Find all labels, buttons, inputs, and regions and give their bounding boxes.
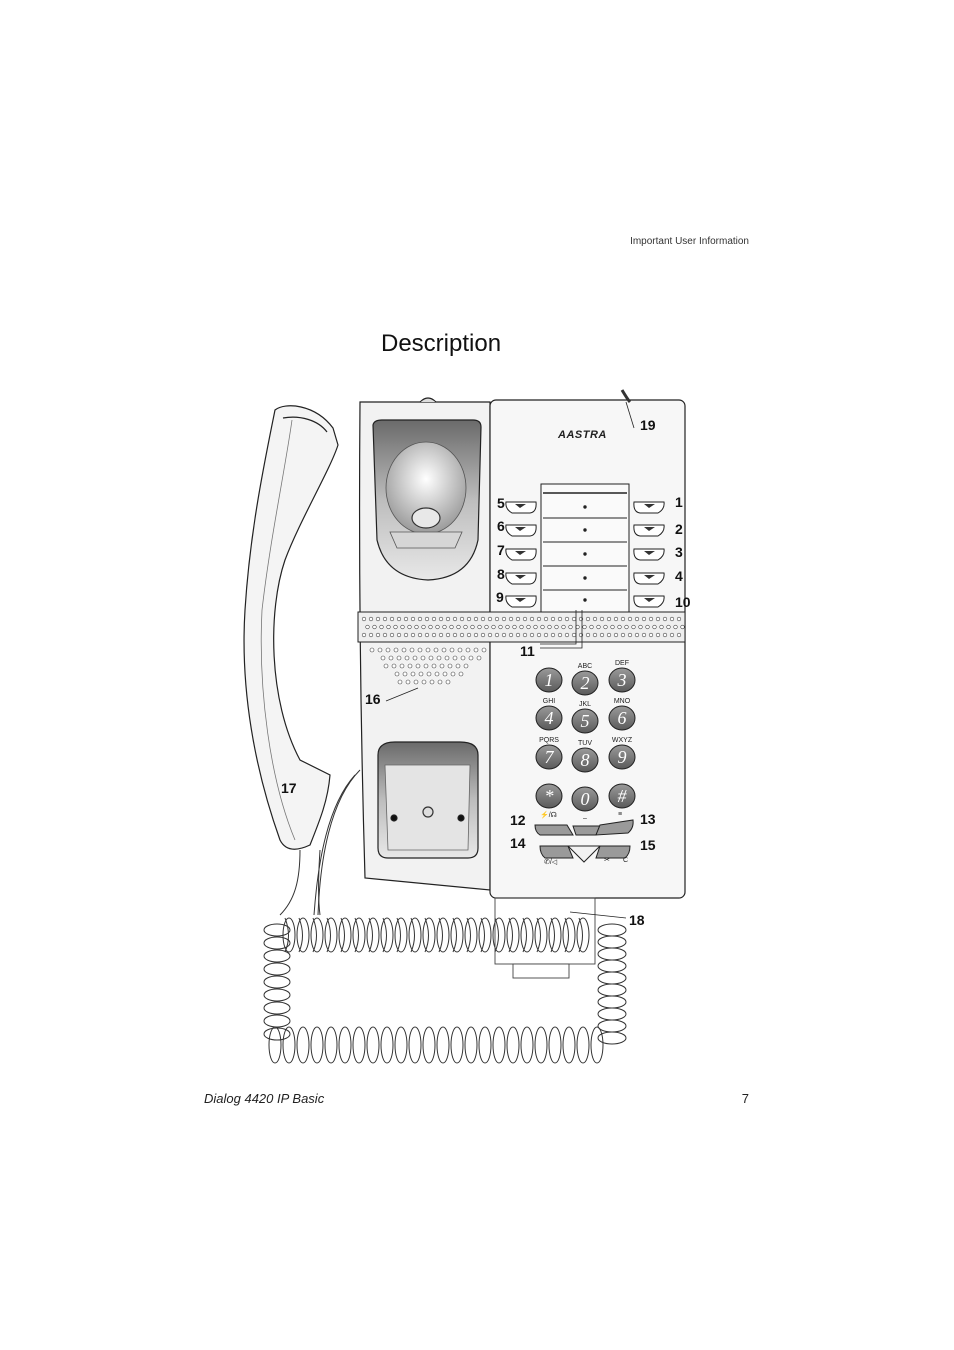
callout-2: 2 <box>675 521 683 537</box>
dial-key-5[interactable]: 5 JKL <box>571 701 599 734</box>
label-panel <box>540 483 630 613</box>
dial-keypad: 1 2 ABC 3 DEF 4 GHI 5 JKL 6 MNO 7 PQRS 8 TUV 9 WXYZ * 0 # <box>535 660 636 812</box>
callout-7: 7 <box>497 542 505 558</box>
dial-key-hash[interactable]: # <box>608 783 636 809</box>
dial-key-6[interactable]: 6 MNO <box>608 698 636 731</box>
callout-14: 14 <box>510 835 526 851</box>
callout-9: 9 <box>496 589 504 605</box>
dial-key-7[interactable]: 7 PQRS <box>535 737 563 770</box>
dial-key-letters: ABC <box>578 663 592 670</box>
dial-key-3[interactable]: 3 DEF <box>608 660 636 693</box>
callout-18: 18 <box>629 912 645 928</box>
callout-5: 5 <box>497 495 505 511</box>
dial-key-digit: # <box>618 786 628 806</box>
brand-logo: AASTRA <box>557 429 607 441</box>
dial-key-letters: PQRS <box>539 737 559 744</box>
dial-key-digit: 3 <box>617 670 627 690</box>
dial-key-digit: 7 <box>545 747 555 767</box>
volume-down-key[interactable] <box>572 825 601 836</box>
programmable-key-left-5[interactable] <box>505 501 537 514</box>
dial-key-star[interactable]: * <box>535 783 563 809</box>
coiled-cord <box>263 849 627 1064</box>
callout-4: 4 <box>675 568 683 584</box>
programmable-keys <box>505 501 665 608</box>
programmable-key-left-7[interactable] <box>505 548 537 561</box>
dial-key-digit: 2 <box>581 673 590 693</box>
function-keys <box>534 819 634 863</box>
callout-10: 10 <box>675 594 691 610</box>
mute-key[interactable] <box>534 824 574 836</box>
dial-key-letters: JKL <box>579 701 591 708</box>
programmable-key-left-9[interactable] <box>505 595 537 608</box>
dial-key-digit: 0 <box>581 789 590 809</box>
dial-key-digit: 9 <box>618 747 627 767</box>
dial-key-digit: * <box>545 786 554 806</box>
speaker-icon: ✆/◁ <box>544 858 558 866</box>
callout-6: 6 <box>497 518 505 534</box>
phone-base <box>357 389 686 979</box>
dial-key-digit: 8 <box>581 750 590 770</box>
mute-icon: ⚡/☊ <box>540 810 557 819</box>
dial-key-digit: 4 <box>545 708 554 728</box>
callout-17: 17 <box>281 780 297 796</box>
volume-minus-label: – <box>583 815 587 822</box>
dial-key-letters: GHI <box>543 698 556 705</box>
dial-key-digit: 6 <box>618 708 627 728</box>
dial-key-letters: TUV <box>578 740 592 747</box>
programmable-key-left-8[interactable] <box>505 572 537 585</box>
dial-key-2[interactable]: 2 ABC <box>571 663 599 696</box>
clear-key[interactable] <box>595 845 631 859</box>
volume-up-key[interactable] <box>595 819 634 836</box>
callout-3: 3 <box>675 544 683 560</box>
dial-key-digit: 1 <box>545 670 554 690</box>
dial-key-letters: DEF <box>615 660 629 667</box>
callout-15: 15 <box>640 837 656 853</box>
clear-icon: ✂ <box>604 857 610 864</box>
callout-8: 8 <box>497 566 505 582</box>
dial-key-9[interactable]: 9 WXYZ <box>608 737 636 770</box>
volume-up-icon: ≡ <box>618 811 622 818</box>
dial-key-8[interactable]: 8 TUV <box>571 740 599 773</box>
callout-12: 12 <box>510 812 526 828</box>
page-number: 7 <box>741 1091 749 1106</box>
page-title: Description <box>381 330 502 357</box>
dial-key-digit: 5 <box>581 711 590 731</box>
dial-key-1[interactable]: 1 <box>535 667 563 693</box>
running-header: Important User Information <box>630 236 749 247</box>
leader-lines <box>385 401 635 919</box>
dial-key-4[interactable]: 4 GHI <box>535 698 563 731</box>
clear-label: C <box>623 857 628 864</box>
footer-product: Dialog 4420 IP Basic <box>204 1091 325 1106</box>
dial-key-letters: WXYZ <box>612 737 633 744</box>
callout-13: 13 <box>640 811 656 827</box>
callout-16: 16 <box>365 691 381 707</box>
handset <box>243 405 339 850</box>
callout-19: 19 <box>640 417 656 433</box>
callout-1: 1 <box>675 494 683 510</box>
dial-key-letters: MNO <box>614 698 631 705</box>
callout-11: 11 <box>520 643 535 659</box>
programmable-key-left-6[interactable] <box>505 524 537 537</box>
speaker-key[interactable] <box>539 845 574 859</box>
dial-key-0[interactable]: 0 <box>571 786 599 812</box>
